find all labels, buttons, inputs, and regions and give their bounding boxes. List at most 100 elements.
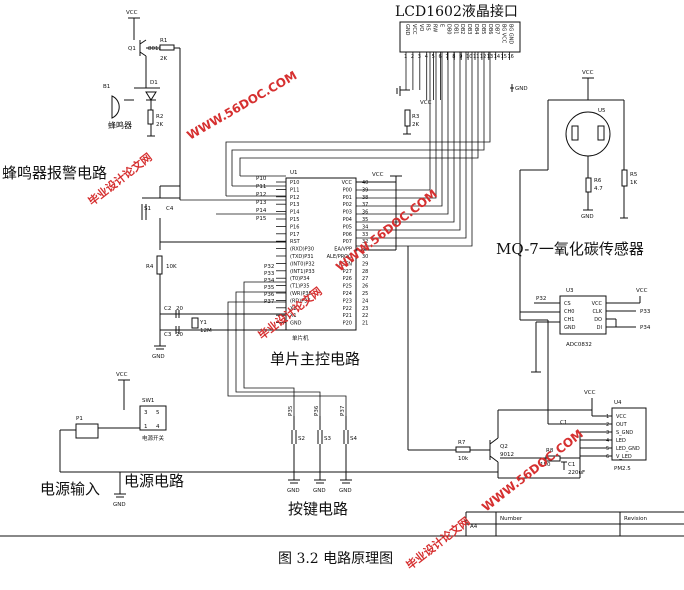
adc-net-p34: P34 xyxy=(640,325,651,331)
mcu-left-pin: (INT0)P32 xyxy=(290,261,315,267)
figure-caption: 图 3.2 电路原理图 xyxy=(278,551,393,567)
adc-right-pin: VCC xyxy=(592,301,603,307)
adc-ref: U3 xyxy=(566,288,574,294)
pm25-pin: OUT xyxy=(616,422,628,428)
mcu-part: 单片机 xyxy=(292,334,309,342)
mcu-net-p34: P34 xyxy=(264,278,275,284)
adc-right-pin: CLK xyxy=(592,309,602,315)
buzzer-ref: B1 xyxy=(103,84,110,90)
mcu-right-pin: P20 xyxy=(343,321,352,327)
pm25-part: PM2.5 xyxy=(614,466,631,472)
lcd-pin-number: 16 xyxy=(508,54,514,60)
q2-part: 9012 xyxy=(500,452,514,458)
adc-right-pin: DI xyxy=(597,325,602,331)
switch-pin1: 1 xyxy=(144,424,148,430)
lcd-pin-label: DB1 xyxy=(452,24,458,34)
mcu-right-pin-number: 24 xyxy=(362,298,368,304)
net-p10: P10 xyxy=(256,176,267,182)
pm25-pin: VCC xyxy=(616,414,627,420)
net-p13: P13 xyxy=(256,200,267,206)
lcd-pin-number: 3 xyxy=(418,54,421,60)
net-p15: P15 xyxy=(256,216,267,222)
mcu-left-pin: (TXD)P31 xyxy=(290,254,314,260)
reset-gnd-label: GND xyxy=(152,354,165,360)
mcu-left-pin: (T1)P35 xyxy=(290,284,310,290)
title-block-revision: Revision xyxy=(624,516,647,522)
mcu-main-control: U1 单片机 VCC P10P11P12P13P14P15P16P17RST(R… xyxy=(256,170,402,368)
reset-circuit: S1 C4 R4 10K GND xyxy=(141,185,286,360)
c3-value: 20 xyxy=(176,332,183,338)
mcu-left-pin: (INT1)P33 xyxy=(290,269,315,275)
lcd-pin-number: 15 xyxy=(501,54,507,60)
mcu-right-pin-number: 33 xyxy=(362,232,368,238)
mq7-sensor: VCC U5 R6 4.7 GND R5 1K MQ-7一氧化碳传感器 xyxy=(496,70,644,320)
mcu-left-pin: P10 xyxy=(290,180,299,186)
mcu-right-pin: P21 xyxy=(343,313,352,319)
mcu-right-pin: P06 xyxy=(343,232,352,238)
mcu-right-pin: P01 xyxy=(343,195,352,201)
pm25-pin: S_GND xyxy=(616,430,633,436)
pm25-sensor: U4 PM2.5 VCC1OUT2S_GND3LED4LED_GND5V_LED… xyxy=(500,319,647,478)
lcd-pin-number: 12 xyxy=(480,54,486,60)
power-circuit: VCC SW1 3 5 1 4 电源开关 P1 GND 电源输入 电源电路 xyxy=(40,372,498,508)
r3-value: 2K xyxy=(412,122,419,128)
pm25-ref: U4 xyxy=(614,400,622,406)
watermark-cn-3: 毕业设计论文网 xyxy=(403,514,472,572)
power-input-label: 电源输入 xyxy=(40,480,100,498)
sensor-section-label: MQ-7一氧化碳传感器 xyxy=(496,240,644,258)
mcu-right-pin-number: 35 xyxy=(362,217,368,223)
pm25-pin-number: 5 xyxy=(606,446,609,452)
mcu-right-pin-number: 25 xyxy=(362,291,368,297)
mcu-right-pin: P03 xyxy=(343,210,352,216)
watermark-url-1: WWW.56DOC.COM xyxy=(185,68,300,142)
mcu-right-pin: VCC xyxy=(342,180,353,186)
pm25-pin: LED xyxy=(616,438,626,444)
r1-label: R1 xyxy=(160,38,167,44)
lcd-pin-number: 7 xyxy=(445,54,448,60)
title-block-number: Number xyxy=(500,516,523,522)
mcu-right-pin-number: 28 xyxy=(362,269,368,275)
adc-net-p32: P32 xyxy=(536,296,546,302)
r1-value: 2K xyxy=(160,56,167,62)
lcd-pin-number: 1 xyxy=(404,54,407,60)
mcu-right-pin: P05 xyxy=(343,224,352,230)
lcd-pin-number: 14 xyxy=(494,54,500,60)
pm25-pin-number: 4 xyxy=(606,438,609,444)
jack-ref: P1 xyxy=(76,416,83,422)
adc-part: ADC0832 xyxy=(566,342,592,348)
r6-label: R6 xyxy=(594,178,602,184)
net-p14: P14 xyxy=(256,208,267,214)
power-vcc-label: VCC xyxy=(116,372,128,378)
key-gnd-label: GND xyxy=(339,488,352,494)
mcu-left-pin: P15 xyxy=(290,217,299,223)
mcu-left-pin: P11 xyxy=(290,187,299,193)
mcu-right-pin-number: 23 xyxy=(362,306,368,312)
adc-net-p33: P33 xyxy=(640,309,651,315)
switch-text: 电源开关 xyxy=(142,434,165,442)
buzzer-alarm-circuit: VCC Q1 8012 R1 2K B1 蜂鸣器 D1 R2 2K 蜂鸣器报警电… xyxy=(2,10,181,200)
lcd-pin-label: VO xyxy=(418,24,424,31)
title-block: A4 Number Revision xyxy=(0,511,684,537)
mcu-right-pin-number: 36 xyxy=(362,210,368,216)
mcu-right-pin: P27 xyxy=(343,269,352,275)
lcd-pin-label: GND xyxy=(404,24,410,36)
key-label-s4: S4 xyxy=(350,436,357,442)
net-p12: P12 xyxy=(256,192,266,198)
mcu-right-pin: ALE/PROG xyxy=(327,254,352,260)
mcu-left-pin: P13 xyxy=(290,202,299,208)
mcu-left-pin: (RD)P37 xyxy=(290,298,311,304)
mcu-right-pin: P02 xyxy=(343,202,352,208)
lcd-pin-label: DB4 xyxy=(473,24,479,34)
lcd-section-label: LCD1602液晶接口 xyxy=(395,3,518,20)
lcd-pin-label: DB3 xyxy=(466,24,472,34)
lcd-pin-number: 5 xyxy=(432,54,435,60)
c2-value: 20 xyxy=(176,306,183,312)
mcu-right-pin: P22 xyxy=(343,306,352,312)
lcd-gnd-label: GND xyxy=(515,86,528,92)
mcu-left-pin: P12 xyxy=(290,195,299,201)
r2-label: R2 xyxy=(156,114,163,120)
key-gnd-label: GND xyxy=(313,488,326,494)
key-label-s2: S2 xyxy=(298,436,305,442)
